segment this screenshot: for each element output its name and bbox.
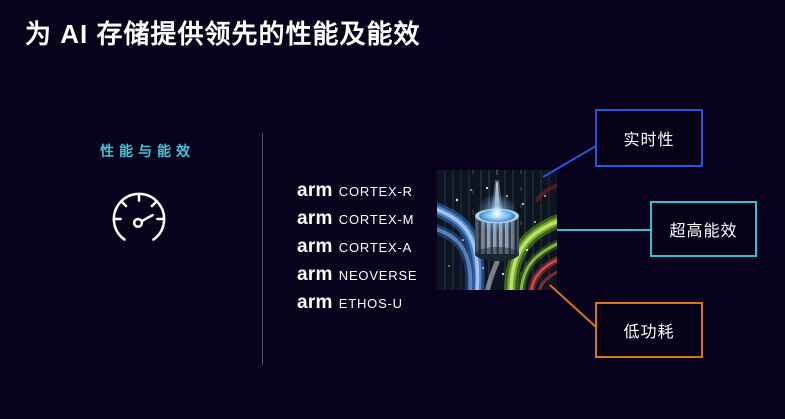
arm-logo: arm <box>297 264 333 286</box>
callout-ultra-efficiency-label: 超高能效 <box>669 223 738 240</box>
product-ethos-u: arm ETHOS-U <box>297 290 417 318</box>
callout-ultra-efficiency: 超高能效 <box>650 201 757 257</box>
product-cortex-r: arm CORTEX-R <box>297 177 417 205</box>
arm-logo: arm <box>297 179 333 201</box>
callout-realtime-label: 实时性 <box>623 132 675 149</box>
arm-logo: arm <box>297 207 333 229</box>
callout-low-power: 低功耗 <box>595 302 703 358</box>
product-name: ETHOS-U <box>338 296 403 312</box>
ai-data-storage-cylinder-illustration <box>426 170 568 299</box>
page-title: 为 AI 存储提供领先的性能及能效 <box>25 19 421 49</box>
product-name: CORTEX-M <box>338 211 415 227</box>
product-cortex-m: arm CORTEX-M <box>297 205 417 233</box>
product-cortex-a: arm CORTEX-A <box>297 233 417 261</box>
arm-logo: arm <box>297 235 333 257</box>
product-neoverse: arm NEOVERSE <box>297 262 417 290</box>
performance-efficiency-heading: 性能与能效 <box>100 143 195 159</box>
callout-low-power-label: 低功耗 <box>623 324 675 341</box>
vertical-divider <box>262 133 263 365</box>
arm-product-list: arm CORTEX-R arm CORTEX-M arm CORTEX-A a… <box>297 177 417 318</box>
arm-logo: arm <box>297 292 333 314</box>
speedometer-icon <box>108 190 170 248</box>
product-name: CORTEX-R <box>338 183 413 199</box>
product-name: CORTEX-A <box>338 239 413 255</box>
callout-realtime: 实时性 <box>595 109 703 167</box>
product-name: NEOVERSE <box>338 268 418 284</box>
